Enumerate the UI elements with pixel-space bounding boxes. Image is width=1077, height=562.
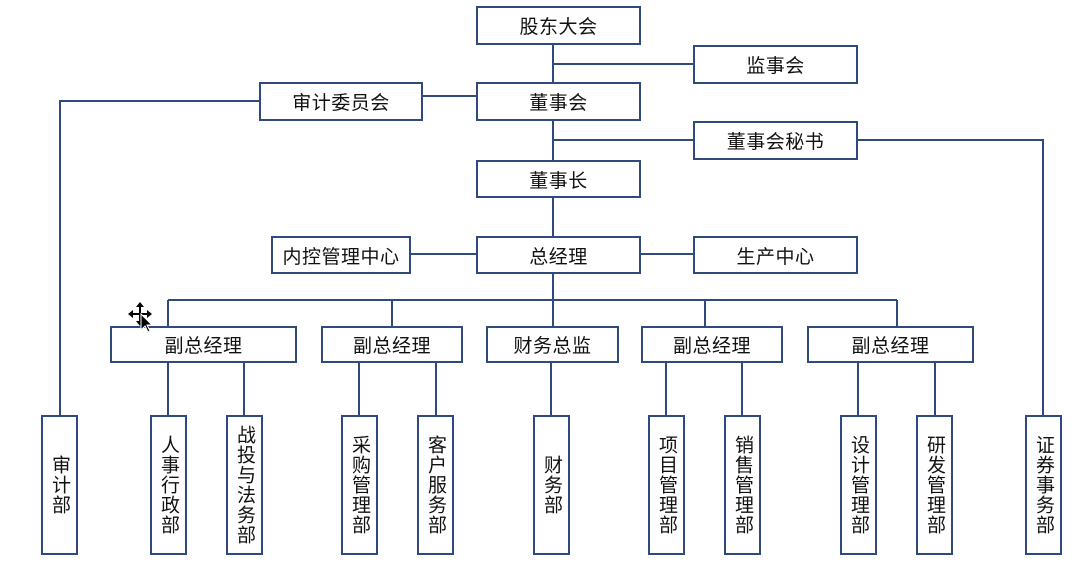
design-mgmt-label: 设计管理部 — [848, 435, 870, 535]
strategy-legal-label: 战投与法务部 — [234, 425, 256, 545]
node-audit-committee: 审计委员会 — [259, 82, 423, 121]
node-hr-admin: 人事行政部 — [150, 415, 187, 555]
rd-mgmt-label: 研发管理部 — [924, 435, 946, 535]
node-rd-mgmt: 研发管理部 — [916, 415, 953, 555]
node-production-center: 生产中心 — [693, 236, 858, 274]
securities-label: 证券事务部 — [1033, 435, 1055, 535]
node-general-manager: 总经理 — [476, 236, 641, 274]
node-procurement: 采购管理部 — [341, 415, 378, 555]
project-mgmt-label: 项目管理部 — [656, 435, 678, 535]
node-vice-gm-3: 副总经理 — [641, 326, 783, 363]
node-shareholders: 股东大会 — [476, 6, 641, 45]
node-board-secretary: 董事会秘书 — [693, 121, 858, 160]
node-securities: 证券事务部 — [1025, 415, 1062, 555]
node-board: 董事会 — [476, 82, 641, 121]
node-supervisory: 监事会 — [693, 45, 858, 84]
node-chairman: 董事长 — [476, 160, 641, 198]
procurement-label: 采购管理部 — [349, 435, 371, 535]
audit-dept-label: 审计部 — [49, 455, 71, 515]
node-cfo: 财务总监 — [486, 326, 619, 363]
node-sales-mgmt: 销售管理部 — [724, 415, 761, 555]
node-vice-gm-2: 副总经理 — [321, 326, 463, 363]
node-finance-dept: 财务部 — [533, 415, 570, 555]
sales-mgmt-label: 销售管理部 — [732, 435, 754, 535]
node-customer-service: 客户服务部 — [417, 415, 454, 555]
node-vice-gm-4: 副总经理 — [807, 326, 974, 363]
node-project-mgmt: 项目管理部 — [648, 415, 685, 555]
finance-dept-label: 财务部 — [541, 455, 563, 515]
node-strategy-legal: 战投与法务部 — [226, 415, 263, 555]
node-design-mgmt: 设计管理部 — [840, 415, 877, 555]
node-vice-gm-1: 副总经理 — [110, 326, 297, 363]
node-audit-dept: 审计部 — [41, 415, 78, 555]
node-internal-control: 内控管理中心 — [271, 236, 411, 274]
move-cursor-icon — [128, 302, 154, 332]
customer-service-label: 客户服务部 — [425, 435, 447, 535]
hr-admin-label: 人事行政部 — [158, 435, 180, 535]
